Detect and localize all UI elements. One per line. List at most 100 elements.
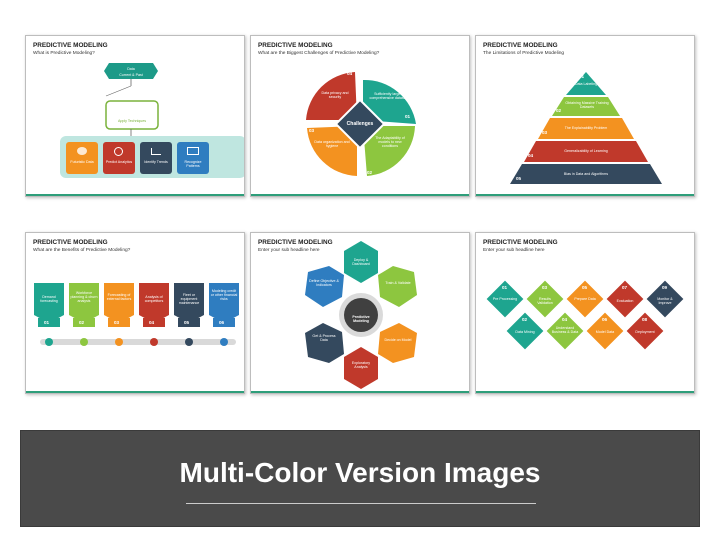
thumbnail-slide-4[interactable]: PREDICTIVE MODELING What are the Benefit… [25, 232, 245, 394]
slide-footer-line [476, 391, 694, 393]
slide-title: PREDICTIVE MODELING [258, 42, 333, 49]
level-label: Obtaining Massive Training Datasets [565, 101, 609, 110]
hex-label: Deploy & Dashboard [352, 258, 370, 267]
diamond-01 [486, 280, 524, 318]
hex-label: Exploratory Analysis [351, 361, 371, 370]
chart-icon [77, 147, 87, 155]
hex-label: Train & Validate [385, 281, 411, 285]
item-label: Predict Analytics [105, 160, 133, 164]
item-label: Futuristic Data [70, 160, 94, 164]
diamond-label: Data Mining [515, 330, 535, 334]
diamond-num: 05 [582, 285, 588, 290]
diamond-09 [646, 280, 684, 318]
benefit-label: Analysis of competitors [144, 295, 164, 304]
hex-label: Define Objective & Indicators [309, 279, 339, 288]
thumbnail-slide-2[interactable]: PREDICTIVE MODELING What are the Biggest… [250, 35, 470, 197]
thumbnail-slide-3[interactable]: PREDICTIVE MODELING The Limitations of P… [475, 35, 695, 197]
hex-label: Get & Process Data [312, 334, 336, 343]
hex-exploratory [344, 347, 378, 389]
petal-02-label: The Adaptability of models to new condit… [375, 136, 405, 149]
diamond-04 [546, 312, 584, 350]
process-diamonds [486, 280, 684, 350]
banner-title: Multi-Color Version Images [179, 457, 541, 488]
hex-label: Decide on Model [384, 338, 412, 342]
pyramid-level-04 [524, 141, 648, 162]
diamond-num: 06 [602, 317, 608, 322]
pyramid-level-03 [538, 118, 634, 139]
diamond-num: 07 [622, 285, 628, 290]
diamond-03 [526, 280, 564, 318]
level-label: Generalizability of Learning [564, 149, 608, 153]
slide-title: PREDICTIVE MODELING [483, 42, 558, 49]
apply-techniques-label: Apply Techniques [117, 119, 147, 123]
diamond-07 [606, 280, 644, 318]
benefit-04-card [139, 283, 169, 346]
trend-icon [151, 148, 161, 155]
hub-label: Predictive Modeling [352, 315, 370, 324]
monitor-icon [187, 147, 199, 155]
petal-01 [363, 79, 416, 124]
benefit-label: Fleet or equipment maintenance [178, 293, 200, 306]
level-num: 05 [516, 176, 522, 181]
benefit-label: Modeling credit or other financial risks [210, 289, 238, 302]
diamond-02 [506, 312, 544, 350]
slide-1-graphic [60, 63, 244, 178]
benefit-num: 01 [44, 320, 50, 325]
diamond-label: Monitor & Improve [657, 297, 673, 306]
petal-02-num: 02 [367, 170, 373, 175]
hex-deploy [344, 241, 378, 283]
benefit-label: Demand forecasting [40, 295, 58, 304]
benefit-num: 06 [219, 320, 225, 325]
diamond-05 [566, 280, 604, 318]
diamond-label: Deployment [635, 330, 655, 334]
slide-footer-line [26, 194, 244, 196]
benefit-02-card [69, 283, 99, 346]
benefits-timeline [34, 283, 239, 346]
slide-footer-line [476, 194, 694, 196]
level-label: Data Labeling [574, 82, 598, 86]
hex-get-data [305, 323, 344, 363]
benefit-01-card [34, 283, 64, 346]
thumbnail-slide-6[interactable]: PREDICTIVE MODELING Enter your sub headl… [475, 232, 695, 394]
diamond-num: 09 [662, 285, 668, 290]
diamond-label: Prepare Data [574, 297, 596, 301]
slide-title: PREDICTIVE MODELING [33, 239, 108, 246]
thumbnail-slide-1[interactable]: PREDICTIVE MODELING What is Predictive M… [25, 35, 245, 197]
diamond-label: Evaluation [616, 299, 634, 303]
benefit-05-card [174, 283, 204, 346]
level-num: 03 [542, 130, 548, 135]
petal-02 [363, 126, 415, 176]
diamond-06 [586, 312, 624, 350]
petal-01-label: Sufficiently large & comprehensive datas… [369, 92, 409, 101]
pyramid-level-05 [510, 164, 662, 184]
challenges-center-label: Challenges [346, 121, 374, 127]
petal-03-num: 03 [309, 128, 315, 133]
level-num: 04 [528, 153, 534, 158]
slide-subtitle: The Limitations of Predictive Modeling [483, 51, 565, 56]
level-label: The Explainability Problem [564, 126, 608, 130]
slide-title: PREDICTIVE MODELING [258, 239, 333, 246]
diamond-label: Understand Business & Data [551, 326, 579, 335]
version-banner: Multi-Color Version Images [20, 430, 700, 527]
petal-03 [307, 126, 357, 176]
diamond-num: 02 [522, 317, 528, 322]
diamond-label: Model Data [595, 330, 615, 334]
petal-04-label: Data privacy and security [321, 91, 349, 100]
petal-03-label: Data organization and hygiene [314, 140, 350, 149]
slide-footer-line [26, 391, 244, 393]
lens-icon [114, 147, 123, 156]
benefit-label: Workforce planning & churn analysis [70, 291, 98, 304]
diamond-num: 08 [642, 317, 648, 322]
slide-footer-line [251, 194, 469, 196]
hex-decide [378, 323, 417, 363]
slide-subtitle: Enter your sub headline here [483, 248, 545, 253]
slide-footer-line [251, 391, 469, 393]
thumbnail-slide-5[interactable]: PREDICTIVE MODELING Enter your sub headl… [250, 232, 470, 394]
level-num: 01 [579, 74, 585, 79]
diamond-label: Results Validation [537, 297, 553, 306]
diamond-label: Pre Processing [492, 297, 518, 301]
benefit-num: 04 [149, 320, 155, 325]
diamond-num: 03 [542, 285, 548, 290]
benefit-06-card [209, 283, 239, 346]
data-box-label: Data [127, 67, 135, 71]
